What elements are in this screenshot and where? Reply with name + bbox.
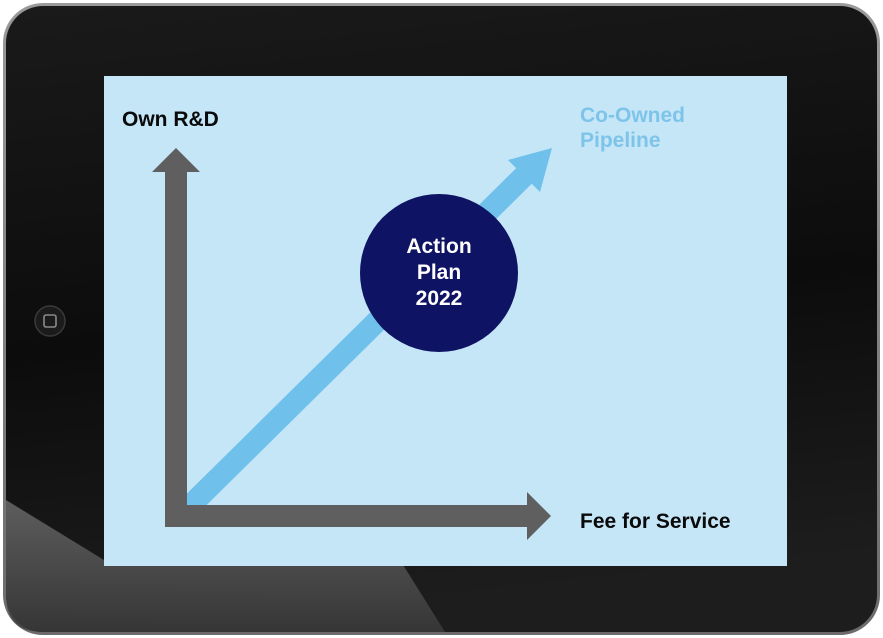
home-button-icon[interactable] bbox=[34, 305, 66, 337]
vertical-axis-arrow bbox=[152, 148, 200, 526]
fee-for-service-label: Fee for Service bbox=[580, 510, 731, 533]
badge-line-1: Action bbox=[406, 235, 472, 258]
badge-line-2: Plan bbox=[416, 261, 462, 284]
action-plan-badge: Action Plan 2022 bbox=[360, 194, 518, 352]
horizontal-axis-arrow bbox=[165, 492, 551, 540]
co-owned-label-line-2: Pipeline bbox=[580, 129, 661, 152]
co-owned-pipeline-label: Co-Owned Pipeline bbox=[580, 103, 685, 153]
own-rd-label: Own R&D bbox=[122, 108, 219, 131]
co-owned-label-line-1: Co-Owned bbox=[580, 104, 685, 127]
badge-line-3: 2022 bbox=[415, 287, 463, 310]
